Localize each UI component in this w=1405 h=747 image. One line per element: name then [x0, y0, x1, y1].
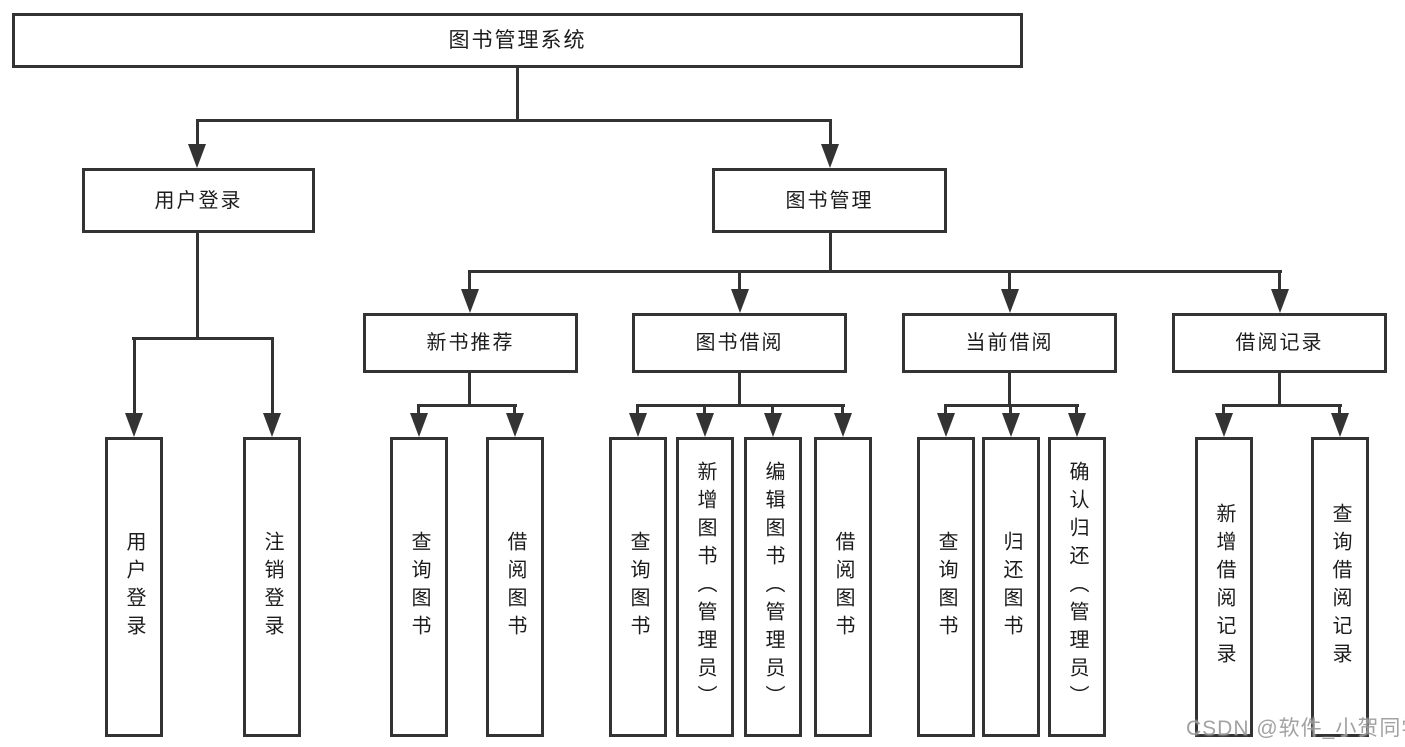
connector-root-stub — [516, 68, 519, 120]
arrow-down-icon — [410, 413, 428, 437]
connector-drop-leaf — [1075, 404, 1078, 419]
node-cb-query-books: 查询图书 — [917, 437, 975, 737]
connector-drop-logout — [271, 337, 274, 415]
connector-drop-leaf — [771, 404, 774, 419]
connector-drop-borrowing-records — [1278, 270, 1281, 291]
node-new-book-recommend: 新书推荐 — [363, 313, 578, 373]
connector-drop-leaf — [1009, 404, 1012, 419]
arrow-down-icon — [629, 413, 647, 437]
connector-drop-new-book-recommend — [468, 270, 471, 291]
connector-cb-stub — [1008, 373, 1011, 406]
connector-drop-leaf — [1222, 404, 1225, 419]
connector-cb-rail — [945, 404, 1079, 407]
arrow-down-icon — [696, 413, 714, 437]
arrow-down-icon — [263, 413, 281, 437]
connector-nbr-stub — [468, 373, 471, 406]
node-user-login: 用户登录 — [82, 168, 315, 233]
connector-book-management-stub — [829, 233, 832, 273]
arrow-down-icon — [731, 289, 749, 313]
arrow-down-icon — [1068, 413, 1086, 437]
connector-br-stub — [1278, 373, 1281, 406]
arrow-down-icon — [937, 413, 955, 437]
node-bb-add-books-admin: 新增图书（管理员） — [676, 437, 734, 737]
node-nbr-borrow-books: 借阅图书 — [486, 437, 544, 737]
arrow-down-icon — [1215, 413, 1233, 437]
node-bb-borrow-books: 借阅图书 — [814, 437, 872, 737]
connector-bb-rail — [637, 404, 845, 407]
node-cb-return-books: 归还图书 — [982, 437, 1040, 737]
node-br-query-record: 查询借阅记录 — [1311, 437, 1369, 737]
connector-level3-rail — [469, 270, 1282, 273]
node-nbr-query-books: 查询图书 — [390, 437, 448, 737]
arrow-down-icon — [1002, 413, 1020, 437]
connector-drop-leaf — [1338, 404, 1341, 419]
node-current-borrowing: 当前借阅 — [902, 313, 1117, 373]
connector-drop-leaf — [636, 404, 639, 419]
node-bb-query-books: 查询图书 — [609, 437, 667, 737]
connector-drop-current-borrowing — [1008, 270, 1011, 291]
connector-bb-stub — [738, 373, 741, 406]
connector-drop-user-login-leaf — [133, 337, 136, 415]
arrow-down-icon — [125, 413, 143, 437]
connector-drop-book-borrowing — [738, 270, 741, 291]
node-book-management: 图书管理 — [712, 168, 947, 233]
connector-drop-leaf — [841, 404, 844, 419]
connector-nbr-rail — [418, 404, 517, 407]
arrow-down-icon — [1331, 413, 1349, 437]
connector-drop-leaf — [417, 404, 420, 419]
arrow-down-icon — [188, 144, 206, 168]
csdn-watermark: CSDN @软件_小贺同学 — [1186, 717, 1405, 740]
connector-drop-book-management — [829, 119, 832, 148]
connector-drop-leaf — [513, 404, 516, 419]
arrow-down-icon — [834, 413, 852, 437]
arrow-down-icon — [461, 289, 479, 313]
arrow-down-icon — [764, 413, 782, 437]
node-borrowing-records: 借阅记录 — [1172, 313, 1387, 373]
arrow-down-icon — [821, 144, 839, 168]
arrow-down-icon — [1001, 289, 1019, 313]
connector-user-login-rail — [132, 337, 274, 340]
connector-user-login-stub — [196, 233, 199, 339]
connector-level1-rail — [196, 119, 832, 122]
node-logout: 注销登录 — [243, 437, 301, 737]
connector-br-rail — [1223, 404, 1342, 407]
node-cb-confirm-return-admin: 确认归还（管理员） — [1048, 437, 1106, 737]
node-bb-edit-books-admin: 编辑图书（管理员） — [744, 437, 802, 737]
connector-drop-leaf — [703, 404, 706, 419]
arrow-down-icon — [506, 413, 524, 437]
node-book-borrowing: 图书借阅 — [632, 313, 847, 373]
arrow-down-icon — [1271, 289, 1289, 313]
connector-drop-leaf — [944, 404, 947, 419]
connector-drop-user-login — [196, 119, 199, 148]
node-root: 图书管理系统 — [12, 13, 1023, 68]
node-br-add-record: 新增借阅记录 — [1195, 437, 1253, 737]
node-user-login-leaf: 用户登录 — [105, 437, 163, 737]
